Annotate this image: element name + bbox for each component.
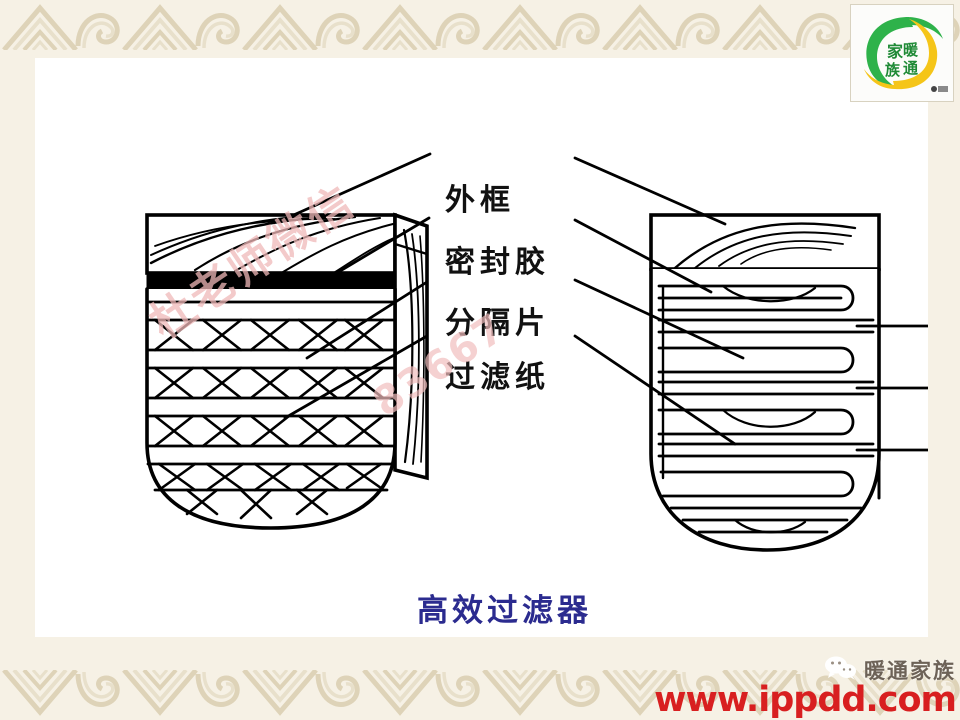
- label-filter-paper: 过滤纸: [445, 360, 550, 395]
- wechat-account-name: 暖通家族: [864, 659, 956, 683]
- brand-logo: 家 暖 族 通: [850, 4, 954, 102]
- svg-text:族: 族: [885, 61, 901, 79]
- label-sealant: 密封胶: [445, 245, 550, 280]
- content-panel: 外框 密封胶 分隔片 过滤纸 高效过滤器 杜老师微信 83667: [35, 58, 928, 637]
- label-separator: 分隔片: [445, 306, 550, 341]
- svg-text:通: 通: [903, 59, 918, 77]
- wechat-icon: [824, 655, 858, 685]
- label-outer-frame: 外框: [445, 183, 515, 218]
- top-decorative-border: [0, 0, 960, 58]
- site-branding: 暖通家族 www.ippdd.com: [654, 655, 957, 720]
- filter-cross-section-diagram: [35, 58, 928, 637]
- svg-text:暖: 暖: [903, 41, 919, 59]
- bottom-decorative-border: [0, 662, 960, 720]
- website-url: www.ippdd.com: [654, 680, 957, 720]
- logo-text-top: 家: [887, 42, 904, 61]
- diagram-caption: 高效过滤器: [417, 593, 592, 629]
